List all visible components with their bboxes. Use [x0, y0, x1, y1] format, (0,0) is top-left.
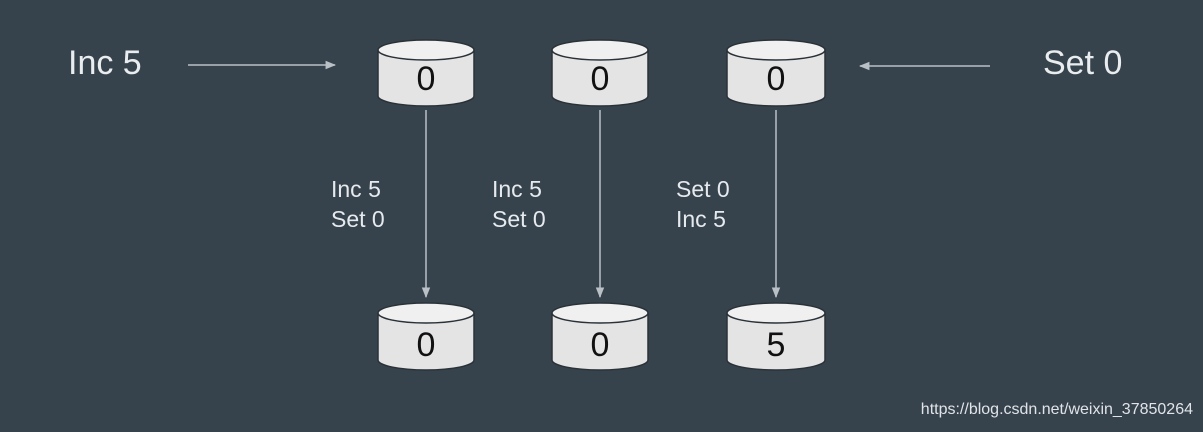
cylinder-bottom-3: 5 [726, 302, 826, 371]
cylinder-bottom-2: 0 [551, 302, 649, 371]
op-item: Set 0 [676, 176, 730, 202]
left-client-op: Inc 5 [68, 44, 142, 82]
op-item: Inc 5 [492, 176, 542, 202]
cylinder-value: 0 [767, 60, 786, 98]
cylinder-top-1: 0 [377, 39, 475, 107]
cylinder-value: 0 [417, 60, 436, 98]
cylinder-top-2: 0 [551, 39, 649, 107]
cylinder-value: 5 [767, 326, 786, 364]
ops-list-2: Inc 5 Set 0 [492, 174, 546, 234]
cylinder-top-3: 0 [726, 39, 826, 107]
watermark: https://blog.csdn.net/weixin_37850264 [920, 401, 1193, 418]
cylinder-value: 0 [591, 60, 610, 98]
op-item: Set 0 [331, 206, 385, 232]
ops-list-1: Inc 5 Set 0 [331, 174, 385, 234]
op-item: Inc 5 [676, 206, 726, 232]
right-client-op: Set 0 [1043, 44, 1123, 82]
ops-list-3: Set 0 Inc 5 [676, 174, 730, 234]
cylinder-value: 0 [591, 326, 610, 364]
op-item: Set 0 [492, 206, 546, 232]
op-item: Inc 5 [331, 176, 381, 202]
cylinder-value: 0 [417, 326, 436, 364]
cylinder-bottom-1: 0 [377, 302, 475, 371]
